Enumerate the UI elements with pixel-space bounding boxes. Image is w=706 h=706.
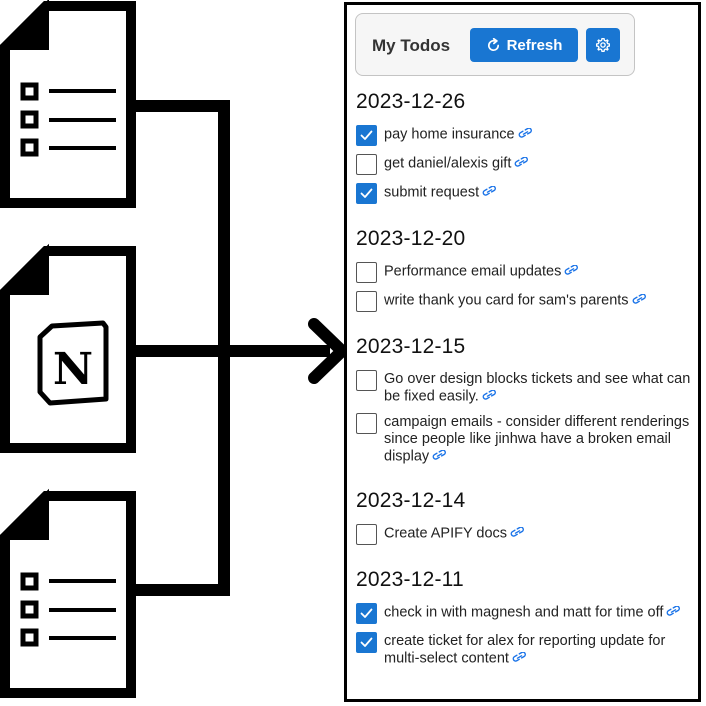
- refresh-icon: [487, 37, 499, 51]
- link-icon[interactable]: [512, 650, 527, 667]
- checkmark-icon: [360, 130, 373, 141]
- notion-logo: N: [37, 320, 109, 406]
- checklist-document-icon: [0, 488, 136, 698]
- todo-item: Performance email updates: [356, 262, 698, 283]
- todo-item: check in with magnesh and matt for time …: [356, 602, 698, 624]
- header-card: My Todos Refresh: [355, 13, 635, 76]
- unchecked-checkbox[interactable]: [356, 262, 377, 283]
- todo-label: Go over design blocks tickets and see wh…: [384, 371, 691, 405]
- checked-checkbox[interactable]: [356, 125, 377, 146]
- date-group: 2023-12-26 pay home insurance get daniel/a…: [356, 88, 698, 204]
- todo-text-wrap: Create APIFY docs: [384, 524, 525, 542]
- todo-label: write thank you card for sam's parents: [384, 292, 629, 309]
- todo-item: create ticket for alex for reporting upd…: [356, 631, 698, 667]
- refresh-button[interactable]: Refresh: [470, 28, 578, 62]
- todo-label: Performance email updates: [384, 263, 562, 280]
- unchecked-checkbox[interactable]: [356, 413, 377, 435]
- todo-item: Create APIFY docs: [356, 523, 698, 545]
- arrow-right-icon: [308, 318, 345, 384]
- todo-item: get daniel/alexis gift: [356, 154, 698, 175]
- date-group: 2023-12-15 Go over design blocks tickets …: [356, 333, 698, 466]
- notion-letter: N: [53, 344, 93, 395]
- link-icon[interactable]: [632, 292, 647, 309]
- todo-text-wrap: write thank you card for sam's parents: [384, 291, 647, 309]
- link-icon[interactable]: [666, 604, 681, 621]
- checkmark-icon: [360, 608, 373, 619]
- todo-label: campaign emails - consider different ren…: [384, 414, 690, 465]
- todo-items: Performance email updates write thank you…: [356, 253, 698, 312]
- connector-lines: [136, 100, 330, 596]
- todo-item: Go over design blocks tickets and see wh…: [356, 370, 698, 405]
- todo-items: Go over design blocks tickets and see wh…: [356, 361, 698, 466]
- checkmark-icon: [360, 188, 373, 199]
- link-icon[interactable]: [510, 525, 525, 542]
- link-icon[interactable]: [564, 263, 579, 280]
- link-icon[interactable]: [482, 184, 497, 201]
- link-icon[interactable]: [514, 155, 529, 172]
- date-heading: 2023-12-11: [356, 567, 464, 591]
- refresh-label: Refresh: [506, 36, 563, 54]
- date-heading: 2023-12-15: [356, 335, 466, 358]
- todo-item: pay home insurance: [356, 125, 698, 146]
- todo-text-wrap: campaign emails - consider different ren…: [384, 413, 698, 465]
- unchecked-checkbox[interactable]: [356, 154, 377, 175]
- todo-text-wrap: check in with magnesh and matt for time …: [384, 603, 681, 621]
- notion-document-icon: N: [0, 243, 136, 453]
- sources-illustration: N: [0, 0, 345, 698]
- todo-label: Create APIFY docs: [384, 524, 508, 541]
- unchecked-checkbox[interactable]: [356, 291, 377, 312]
- link-icon[interactable]: [518, 126, 533, 143]
- todo-text-wrap: Go over design blocks tickets and see wh…: [384, 370, 698, 405]
- todo-items: pay home insurance get daniel/alexis gift…: [356, 116, 698, 204]
- todo-label: check in with magnesh and matt for time …: [384, 603, 664, 620]
- date-heading: 2023-12-14: [356, 488, 466, 512]
- link-icon[interactable]: [432, 448, 447, 465]
- date-group: 2023-12-11 check in with magnesh and matt…: [356, 566, 698, 667]
- todo-text-wrap: create ticket for alex for reporting upd…: [384, 632, 698, 667]
- todo-text-wrap: Performance email updates: [384, 262, 579, 280]
- checked-checkbox[interactable]: [356, 183, 377, 204]
- todo-label: get daniel/alexis gift: [384, 155, 512, 172]
- checkmark-icon: [360, 637, 373, 648]
- unchecked-checkbox[interactable]: [356, 523, 377, 545]
- checklist-document-icon: [0, 0, 136, 208]
- checked-checkbox[interactable]: [356, 631, 377, 653]
- todo-text-wrap: get daniel/alexis gift: [384, 154, 529, 172]
- todo-label: pay home insurance: [384, 126, 515, 143]
- todo-panel: My Todos Refresh 2023-12-26 pay home insu…: [344, 2, 701, 702]
- gear-icon: [596, 38, 610, 52]
- date-heading: 2023-12-20: [356, 227, 466, 250]
- todo-item: submit request: [356, 183, 698, 204]
- todo-item: write thank you card for sam's parents: [356, 291, 698, 312]
- todo-text-wrap: submit request: [384, 183, 497, 201]
- link-icon[interactable]: [482, 388, 497, 405]
- app-title: My Todos: [372, 36, 451, 55]
- todo-item: campaign emails - consider different ren…: [356, 413, 698, 465]
- todo-label: submit request: [384, 184, 480, 201]
- todo-text-wrap: pay home insurance: [384, 125, 533, 143]
- todo-label: create ticket for alex for reporting upd…: [384, 632, 666, 666]
- todo-items: check in with magnesh and matt for time …: [356, 594, 698, 667]
- date-heading: 2023-12-26: [356, 90, 466, 113]
- settings-button[interactable]: [586, 28, 620, 62]
- todo-list: 2023-12-26 pay home insurance get daniel/a…: [356, 88, 698, 675]
- todo-items: Create APIFY docs: [356, 515, 698, 545]
- checked-checkbox[interactable]: [356, 602, 377, 624]
- unchecked-checkbox[interactable]: [356, 370, 377, 391]
